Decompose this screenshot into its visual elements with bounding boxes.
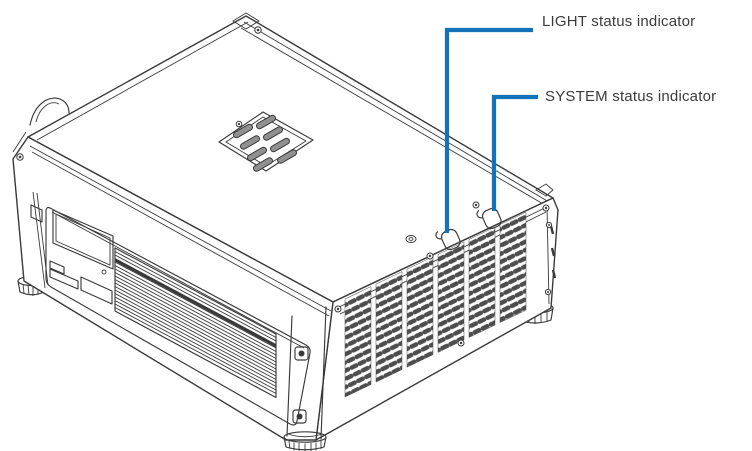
projector-front-face	[12, 136, 334, 441]
corner-post	[286, 306, 327, 440]
control-display-window	[52, 209, 114, 270]
system-indicator-notch	[476, 207, 502, 230]
light-status-indicator-label: LIGHT status indicator	[542, 13, 696, 30]
system-status-indicator-label: SYSTEM status indicator	[545, 88, 717, 105]
projector-top-face	[12, 12, 554, 303]
door-screw	[101, 269, 107, 275]
screws	[16, 26, 553, 347]
lens-barrel	[29, 97, 70, 126]
side-vent-grille	[114, 247, 277, 399]
control-slots	[49, 260, 79, 290]
adjuster-foot-front	[283, 431, 327, 451]
top-nub	[405, 235, 417, 243]
door-latch	[30, 204, 43, 223]
rear-corner-cap	[232, 12, 260, 30]
control-buttons	[80, 276, 113, 305]
front-panel-door	[45, 206, 311, 426]
light-callout-line	[444, 27, 533, 233]
right-corner-cap	[535, 183, 554, 197]
top-vent-grille	[218, 111, 314, 172]
system-callout-line	[491, 94, 538, 211]
right-vent-grille	[344, 211, 527, 398]
